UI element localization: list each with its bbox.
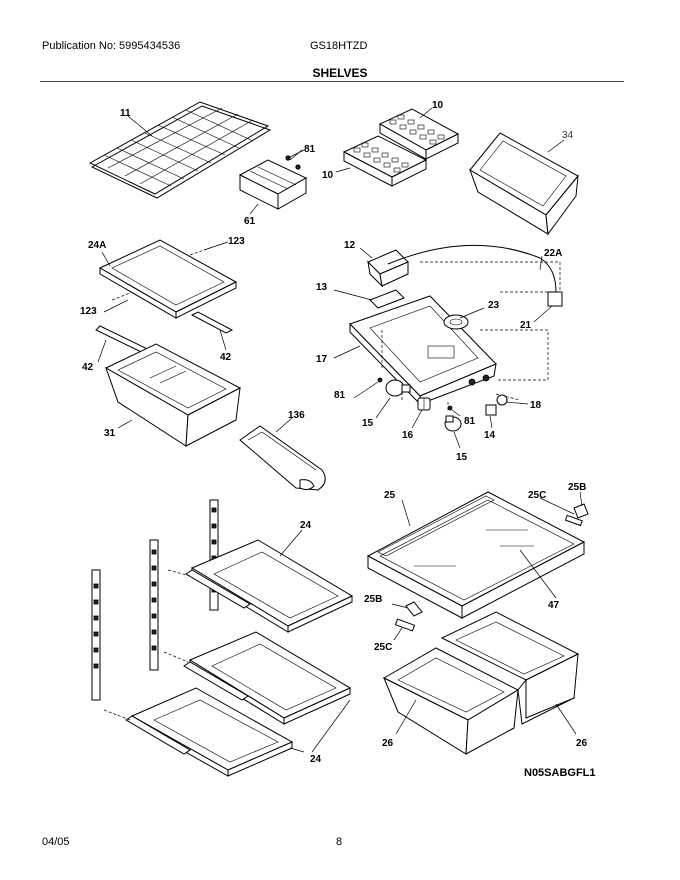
callout-14: 14 [484, 430, 496, 441]
callout-17: 17 [316, 354, 328, 365]
crisper-drawer-part [382, 647, 520, 755]
publication-number: Publication No: 5995434536 [42, 40, 181, 52]
callout-12: 12 [344, 240, 356, 251]
callout-25c: 25C [374, 642, 392, 653]
wire-shelf-part [88, 101, 272, 199]
ice-tray-part [342, 108, 460, 187]
callout-10: 10 [322, 170, 334, 181]
callout-61: 61 [244, 216, 256, 227]
callout-26: 26 [576, 738, 588, 749]
ice-bin-part [469, 132, 579, 236]
callout-24a: 24A [88, 240, 106, 251]
callout-25b: 25B [568, 482, 586, 493]
crisper-drawer-part [104, 343, 242, 447]
callout-11: 11 [120, 108, 131, 119]
callout-81: 81 [334, 390, 346, 401]
callout-18: 18 [530, 400, 542, 411]
callout-15: 15 [362, 418, 374, 429]
callout-22a: 22A [544, 248, 562, 259]
callout-10: 10 [432, 100, 444, 111]
callout-42: 42 [220, 352, 232, 363]
diagram-code: N05SABGFL1 [524, 767, 596, 779]
switch-part [377, 377, 508, 416]
callout-24: 24 [300, 520, 312, 531]
model-number: GS18HTZD [310, 40, 368, 52]
callout-13: 13 [316, 282, 328, 293]
callout-31: 31 [104, 428, 116, 439]
callout-42: 42 [82, 362, 94, 373]
callout-25: 25 [384, 490, 396, 501]
callout-81: 81 [304, 144, 316, 155]
footer-date: 04/05 [42, 836, 70, 848]
callout-24: 24 [310, 754, 322, 765]
section-title: SHELVES [312, 66, 368, 80]
callout-136: 136 [288, 410, 305, 421]
header-rule [40, 81, 624, 82]
callout-26: 26 [382, 738, 394, 749]
callout-81: 81 [464, 416, 476, 427]
wall-ladder-part [91, 499, 219, 701]
crisper-drawer-part [440, 611, 580, 725]
callout-123: 123 [80, 306, 97, 317]
callout-21: 21 [520, 320, 532, 331]
light-bulb-part [385, 379, 462, 432]
callout-25c: 25C [528, 490, 546, 501]
crisper-cover-frame-part [366, 491, 586, 619]
glass-shelf-part [167, 539, 354, 633]
crisper-cover-part [98, 239, 238, 334]
page-number: 8 [336, 836, 343, 848]
cover-support-part [394, 503, 589, 632]
callout-25b: 25B [364, 594, 382, 605]
light-socket-part [417, 397, 431, 411]
callout-123: 123 [228, 236, 245, 247]
shelf-bracket-part [238, 149, 308, 210]
callout-34: 34 [562, 130, 574, 141]
callout-47: 47 [548, 600, 560, 611]
leader-lines [97, 107, 583, 753]
callout-16: 16 [402, 430, 414, 441]
callout-23: 23 [488, 300, 500, 311]
callout-15: 15 [456, 452, 468, 463]
glass-shelf-part [163, 631, 352, 725]
glass-shelf-part [103, 687, 294, 777]
divider-part [239, 425, 326, 491]
callout-labels: 11 81 61 10 10 34 24A 123 123 42 42 31 1… [80, 100, 596, 779]
